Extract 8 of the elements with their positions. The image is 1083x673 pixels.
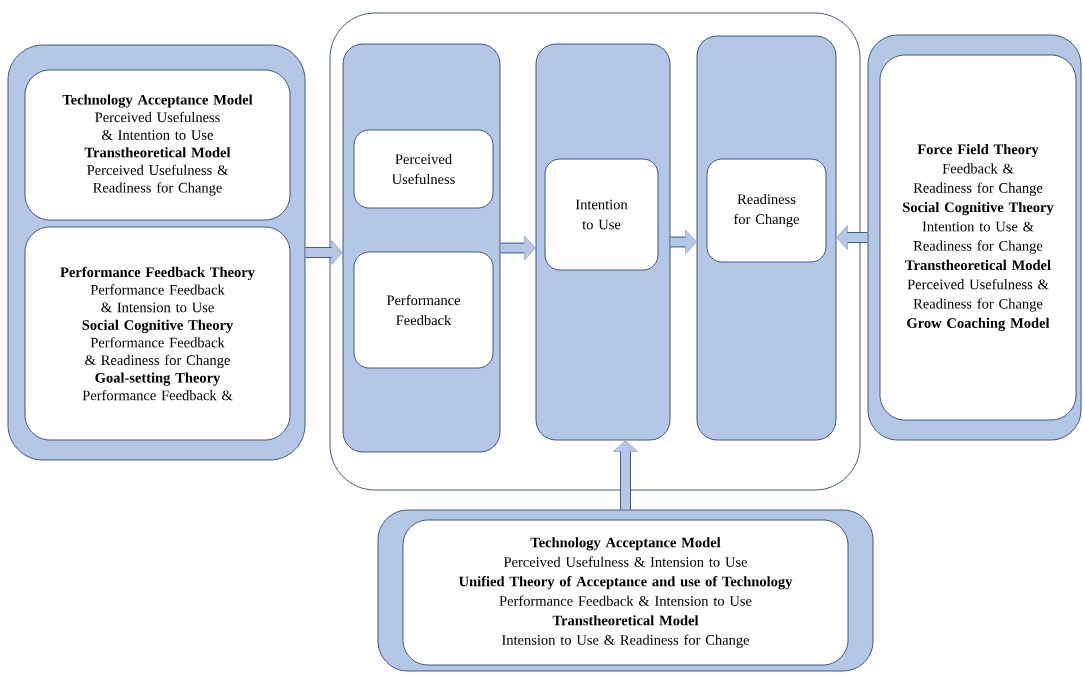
theory-box: Performance Feedback Theory Performance Feedback & Intension to Use Social Cognitive Theory Performance Feedback & Readiness for Change Goal-setting Theory Performance Feedback & bbox=[24, 226, 291, 441]
theory-box: Technology Acceptance Model Perceived Usefulness & Intention to Use Transtheoretical Model Perceived Usefulness & Readiness for Change bbox=[24, 69, 291, 221]
concept-box: Perceived Usefulness bbox=[353, 129, 494, 209]
concept-box: Readiness for Change bbox=[706, 158, 827, 263]
theory-box: Force Field Theory Feedback & Readiness for Change Social Cognitive Theory Intention to Use & Readiness for Change Transtheoretical Model Perceived Usefulness & Readiness for Change Grow Coaching Model bbox=[879, 54, 1077, 421]
theory-box: Technology Acceptance Model Perceived Usefulness & Intension to Use Unified Theory of Acceptance and use of Technology Performance Feedback & Intension to Use Transtheoretical Model Intension to Use & Readiness for Change bbox=[402, 519, 849, 666]
concept-box: Performance Feedback bbox=[353, 251, 494, 369]
concept-box: Intention to Use bbox=[544, 158, 659, 271]
